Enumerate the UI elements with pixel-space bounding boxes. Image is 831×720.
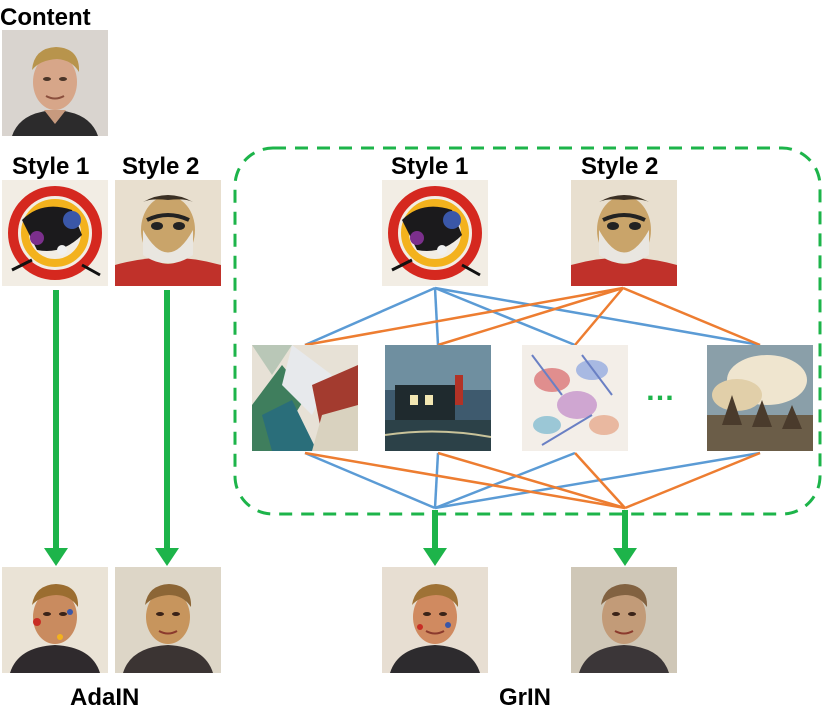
adain-style2-image — [115, 180, 221, 286]
artwork-2-image — [385, 345, 491, 451]
adain-style2-label: Style 2 — [122, 153, 200, 180]
arrow-head-grin-1 — [423, 548, 447, 566]
arrows — [44, 290, 637, 566]
grin-style1-image — [382, 180, 488, 286]
adain-style1-label: Style 1 — [12, 153, 90, 180]
lower-orange-edges — [304, 451, 761, 510]
content-label: Content — [0, 4, 91, 31]
artwork-1-image — [252, 345, 358, 451]
grin-group-box — [233, 146, 822, 516]
arrow-head-grin-2 — [613, 548, 637, 566]
ellipsis-label: … — [645, 374, 675, 407]
artwork-3-image — [522, 345, 628, 451]
adain-output-2-image — [115, 567, 221, 673]
grin-output-2-image — [571, 567, 677, 673]
lower-blue-edges — [304, 451, 761, 510]
grin-output-1-image — [382, 567, 488, 673]
style2-edges — [304, 286, 761, 347]
content-image — [2, 30, 108, 136]
arrow-head-adain-2 — [155, 548, 179, 566]
grin-style2-image — [571, 180, 677, 286]
grin-label: GrIN — [499, 684, 552, 711]
grin-style1-label: Style 1 — [391, 153, 469, 180]
adain-label: AdaIN — [70, 684, 140, 711]
grin-style2-label: Style 2 — [581, 153, 659, 180]
arrow-head-adain-1 — [44, 548, 68, 566]
artwork-4-image — [707, 345, 813, 451]
adain-style1-image — [2, 180, 108, 286]
adain-output-1-image — [2, 567, 108, 673]
